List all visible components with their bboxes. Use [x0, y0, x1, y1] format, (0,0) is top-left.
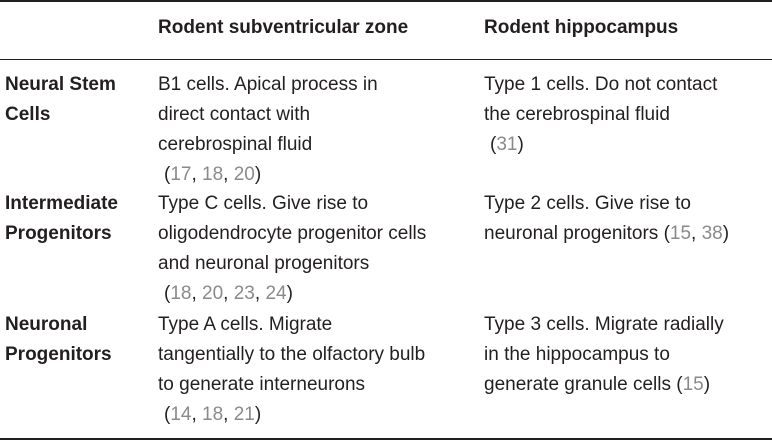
top-rule [0, 0, 772, 2]
svz-cell: Type A cells. Migrate tangentially to th… [158, 310, 476, 430]
row-label: Neuronal Progenitors [5, 314, 112, 365]
reference-link[interactable]: 21 [233, 404, 255, 425]
reference-link[interactable]: 23 [233, 283, 255, 304]
reference-link[interactable]: 15 [669, 223, 692, 244]
header-hippocampus: Rodent hippocampus [484, 17, 679, 38]
reference-link[interactable]: 31 [496, 134, 518, 155]
row-label: Neural Stem Cells [5, 74, 116, 125]
hippocampus-cell: Type 1 cells. Do not contact the cerebro… [484, 70, 769, 160]
reference-list: (31) [490, 134, 524, 155]
reference-list: (18, 20, 23, 24) [164, 283, 293, 304]
header-rule [0, 59, 772, 60]
reference-link[interactable]: 15 [682, 374, 704, 395]
reference-link[interactable]: 18 [202, 404, 224, 425]
reference-link[interactable]: 18 [202, 164, 224, 185]
reference-link[interactable]: 14 [170, 404, 192, 425]
hippocampus-cell: Type 2 cells. Give rise to neuronal prog… [484, 193, 730, 244]
reference-link[interactable]: 20 [233, 164, 255, 185]
cell-text: Type A cells. Migrate tangentially to th… [158, 314, 426, 395]
cell-text: Type 1 cells. Do not contact the cerebro… [484, 74, 718, 125]
reference-link[interactable]: 24 [265, 283, 287, 304]
reference-link[interactable]: 18 [170, 283, 192, 304]
reference-list: (17, 18, 20) [164, 164, 262, 185]
cell-text: Type 3 cells. Migrate radially in the hi… [484, 314, 724, 395]
row-label: Intermediate Progenitors [5, 193, 118, 244]
cell-text: Type C cells. Give rise to oligodendrocy… [158, 193, 427, 274]
reference-link[interactable]: 17 [170, 164, 192, 185]
hippocampus-cell: Type 3 cells. Migrate radially in the hi… [484, 314, 724, 395]
reference-link[interactable]: 38 [701, 223, 723, 244]
bottom-rule [0, 438, 772, 440]
header-subventricular-zone: Rodent subventricular zone [158, 17, 409, 38]
reference-link[interactable]: 20 [202, 283, 224, 304]
svz-cell: B1 cells. Apical process in direct conta… [158, 70, 476, 190]
svz-cell: Type C cells. Give rise to oligodendrocy… [158, 189, 476, 309]
cell-text: Type 2 cells. Give rise to neuronal prog… [484, 193, 691, 244]
cell-text: B1 cells. Apical process in direct conta… [158, 74, 378, 155]
reference-list: (14, 18, 21) [164, 404, 262, 425]
